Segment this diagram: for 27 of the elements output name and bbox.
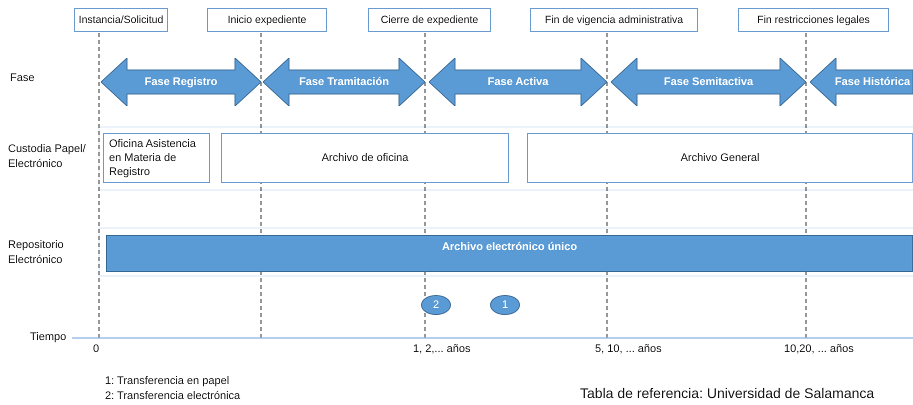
- milestone-box: Instancia/Solicitud: [74, 8, 168, 32]
- repository-bar: Archivo electrónico único: [106, 235, 913, 272]
- legend-text: 2: Transferencia electrónica: [105, 390, 240, 402]
- phase-block: Fase Semitactiva: [611, 58, 806, 106]
- row-label: Repositorio Electrónico: [8, 238, 65, 268]
- phase-block: Fase Tramitación: [263, 58, 425, 106]
- caption: Tabla de referencia: Universidad de Salamanca: [580, 385, 874, 401]
- tick-label: 0: [93, 343, 100, 355]
- archive-box: Oficina Asistencia en Materia de Registro: [103, 133, 210, 183]
- milestone-box: Inicio expediente: [207, 8, 327, 32]
- transfer-marker: 2: [421, 295, 451, 315]
- archive-box: Archivo General: [527, 133, 913, 183]
- legend-text: 1: Transferencia en papel: [105, 375, 230, 387]
- row-label: Fase: [10, 72, 34, 84]
- phase-block: Fase Activa: [429, 58, 607, 106]
- milestone-box: Fin restricciones legales: [738, 8, 889, 32]
- transfer-marker: 1: [490, 295, 520, 315]
- milestone-box: Cierre de expediente: [368, 8, 491, 32]
- row-label: Custodia Papel/ Electrónico: [8, 142, 87, 172]
- tick-label: 5, 10, ... años: [595, 343, 662, 355]
- phase-block: Fase Histórica: [810, 58, 913, 106]
- milestone-box: Fin de vigencia administrativa: [530, 8, 698, 32]
- tick-label: 1, 2,... años: [413, 343, 470, 355]
- tick-label: 10,20, ... años: [784, 343, 854, 355]
- axis-label: Tiempo: [30, 331, 66, 343]
- phase-block: Fase Registro: [101, 58, 261, 106]
- archive-box: Archivo de oficina: [221, 133, 509, 183]
